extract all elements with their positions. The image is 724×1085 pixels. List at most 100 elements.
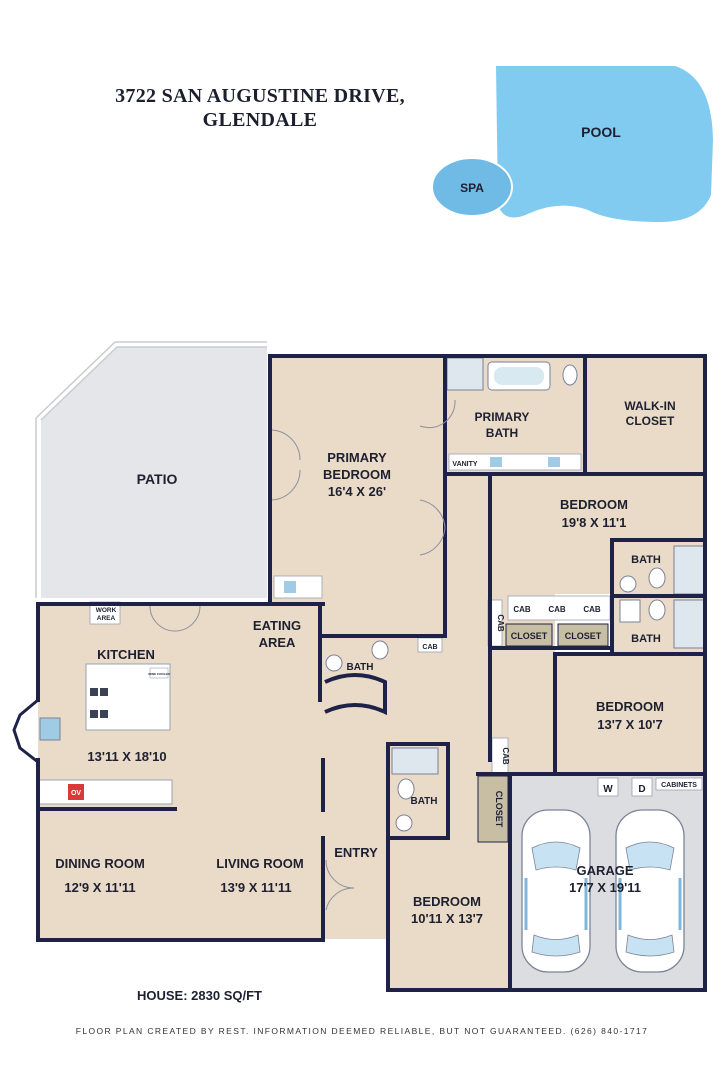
hall-sink <box>395 814 413 832</box>
bedroom-3-name: BEDROOM <box>596 699 664 714</box>
bedroom-3-size: 13'7 X 10'7 <box>597 717 662 732</box>
spa-label: SPA <box>460 181 484 195</box>
cab-strip <box>507 595 611 621</box>
floor-bedroom-3 <box>555 654 705 772</box>
vanity-sink-1 <box>490 457 502 467</box>
closet-hall-2-label: CLOSET <box>565 631 602 641</box>
primary-bedroom-name-2: BEDROOM <box>323 467 391 482</box>
patio-label: PATIO <box>137 471 178 487</box>
bedroom-4-name: BEDROOM <box>413 894 481 909</box>
cabinets-label: CABINETS <box>661 782 697 789</box>
bath-3-label: BATH <box>631 633 661 645</box>
primary-bedroom-cabinet <box>273 575 323 599</box>
primary-bedroom-name-1: PRIMARY <box>327 450 387 465</box>
primary-bedroom-sink <box>284 581 296 593</box>
washer-label: W <box>603 784 613 795</box>
living-room-size: 13'9 X 11'11 <box>220 880 291 895</box>
primary-bedroom-size: 16'4 X 26' <box>328 484 386 499</box>
work-area-line-2: AREA <box>97 615 116 622</box>
cab-label-2: CAB <box>548 605 566 614</box>
bedroom-2-name: BEDROOM <box>560 497 628 512</box>
address-line-1: 3722 SAN AUGUSTINE DRIVE, <box>115 85 405 107</box>
kitchen-size: 13'11 X 18'10 <box>87 749 166 764</box>
room-labels: PRIMARY BEDROOM 16'4 X 26' PRIMARY BATH … <box>55 399 675 926</box>
floor-dining-living <box>38 809 323 939</box>
pool-area: POOL SPA <box>431 66 713 222</box>
primary-bath-name-1: PRIMARY <box>475 410 530 424</box>
cab-label-3: CAB <box>583 605 601 614</box>
spa-shape <box>431 157 513 217</box>
closet-vertical-label: CLOSET <box>494 791 504 828</box>
car-2 <box>615 809 685 973</box>
walk-in-closet-name-2: CLOSET <box>626 414 675 428</box>
primary-toilet <box>562 364 578 386</box>
half-bath-label: BATH <box>346 662 373 673</box>
wine-cooler-box <box>149 667 169 679</box>
pool-shape <box>496 66 713 222</box>
pool-label: POOL <box>581 124 621 140</box>
kitchen-sink <box>39 717 61 741</box>
bath-2-label: BATH <box>631 554 661 566</box>
hall-bath-label: BATH <box>410 796 437 807</box>
cabinets-box <box>655 777 703 791</box>
stool-2 <box>100 688 108 696</box>
floor-fills <box>38 356 705 990</box>
house-area: HOUSE: 2830 SQ/FT <box>137 988 262 1003</box>
address-line-2: GLENDALE <box>202 109 318 131</box>
address-title: 3722 SAN AUGUSTINE DRIVE, GLENDALE <box>60 84 460 132</box>
bath3-toilet <box>648 599 666 621</box>
patio-slab <box>41 347 267 598</box>
car-1 <box>521 809 591 973</box>
bath2-sink <box>619 575 637 593</box>
wine-cooler-label: WINE COOLER <box>148 672 170 676</box>
cab-vertical-1: CAB <box>496 614 505 632</box>
cab-label-1: CAB <box>513 605 531 614</box>
work-area-line-1: WORK <box>96 607 117 614</box>
primary-shower <box>446 357 484 391</box>
oven-label: OV <box>71 790 81 797</box>
half-bath-toilet <box>371 640 389 660</box>
floor-entry <box>323 809 388 939</box>
vanity-sink-2 <box>548 457 560 467</box>
stool-1 <box>90 688 98 696</box>
living-room-name: LIVING ROOM <box>216 856 303 871</box>
entry-label: ENTRY <box>334 845 378 860</box>
walls <box>36 354 707 992</box>
washer-box <box>597 777 619 797</box>
half-bath-sink <box>325 654 343 672</box>
closet-vertical <box>477 775 509 843</box>
patio-edge <box>35 341 267 598</box>
doors <box>149 399 456 911</box>
bedroom-2-size: 19'8 X 11'1 <box>562 515 627 530</box>
stool-3 <box>90 710 98 718</box>
oven-box <box>68 784 84 800</box>
floor-bedroom-4 <box>388 838 510 990</box>
patio: PATIO <box>35 341 267 598</box>
eating-area-line-2: AREA <box>259 635 296 650</box>
dryer-label: D <box>638 784 645 795</box>
hall-bathtub <box>391 747 439 775</box>
stool-4 <box>100 710 108 718</box>
dining-room-size: 12'9 X 11'11 <box>64 880 135 895</box>
kitchen-name: KITCHEN <box>97 647 155 662</box>
closet-hall-1-label: CLOSET <box>511 631 548 641</box>
bath3-shower <box>673 599 705 649</box>
dining-room-name: DINING ROOM <box>55 856 145 871</box>
hall-toilet <box>397 778 415 800</box>
fixtures: VANITY WINE COOLER OV WORK AREA <box>37 357 705 832</box>
cab-bath-label: CAB <box>422 644 437 651</box>
bay-window <box>12 698 39 764</box>
walk-in-closet-name-1: WALK-IN <box>624 399 675 413</box>
bedroom-4-size: 10'11 X 13'7 <box>411 911 483 926</box>
vanity-label: VANITY <box>452 461 477 468</box>
garage-name: GARAGE <box>576 863 633 878</box>
eating-area-line-1: EATING <box>253 618 301 633</box>
dryer-box <box>631 777 653 797</box>
primary-bath-name-2: BATH <box>486 426 518 440</box>
garage-size: 17'7 X 19'11 <box>569 880 641 895</box>
floor-walk-in-closet <box>585 356 705 474</box>
footer-disclaimer: FLOOR PLAN CREATED BY REST. INFORMATION … <box>75 1026 649 1036</box>
kitchen-counter <box>37 779 173 805</box>
cab-vertical-2: CAB <box>501 747 510 765</box>
